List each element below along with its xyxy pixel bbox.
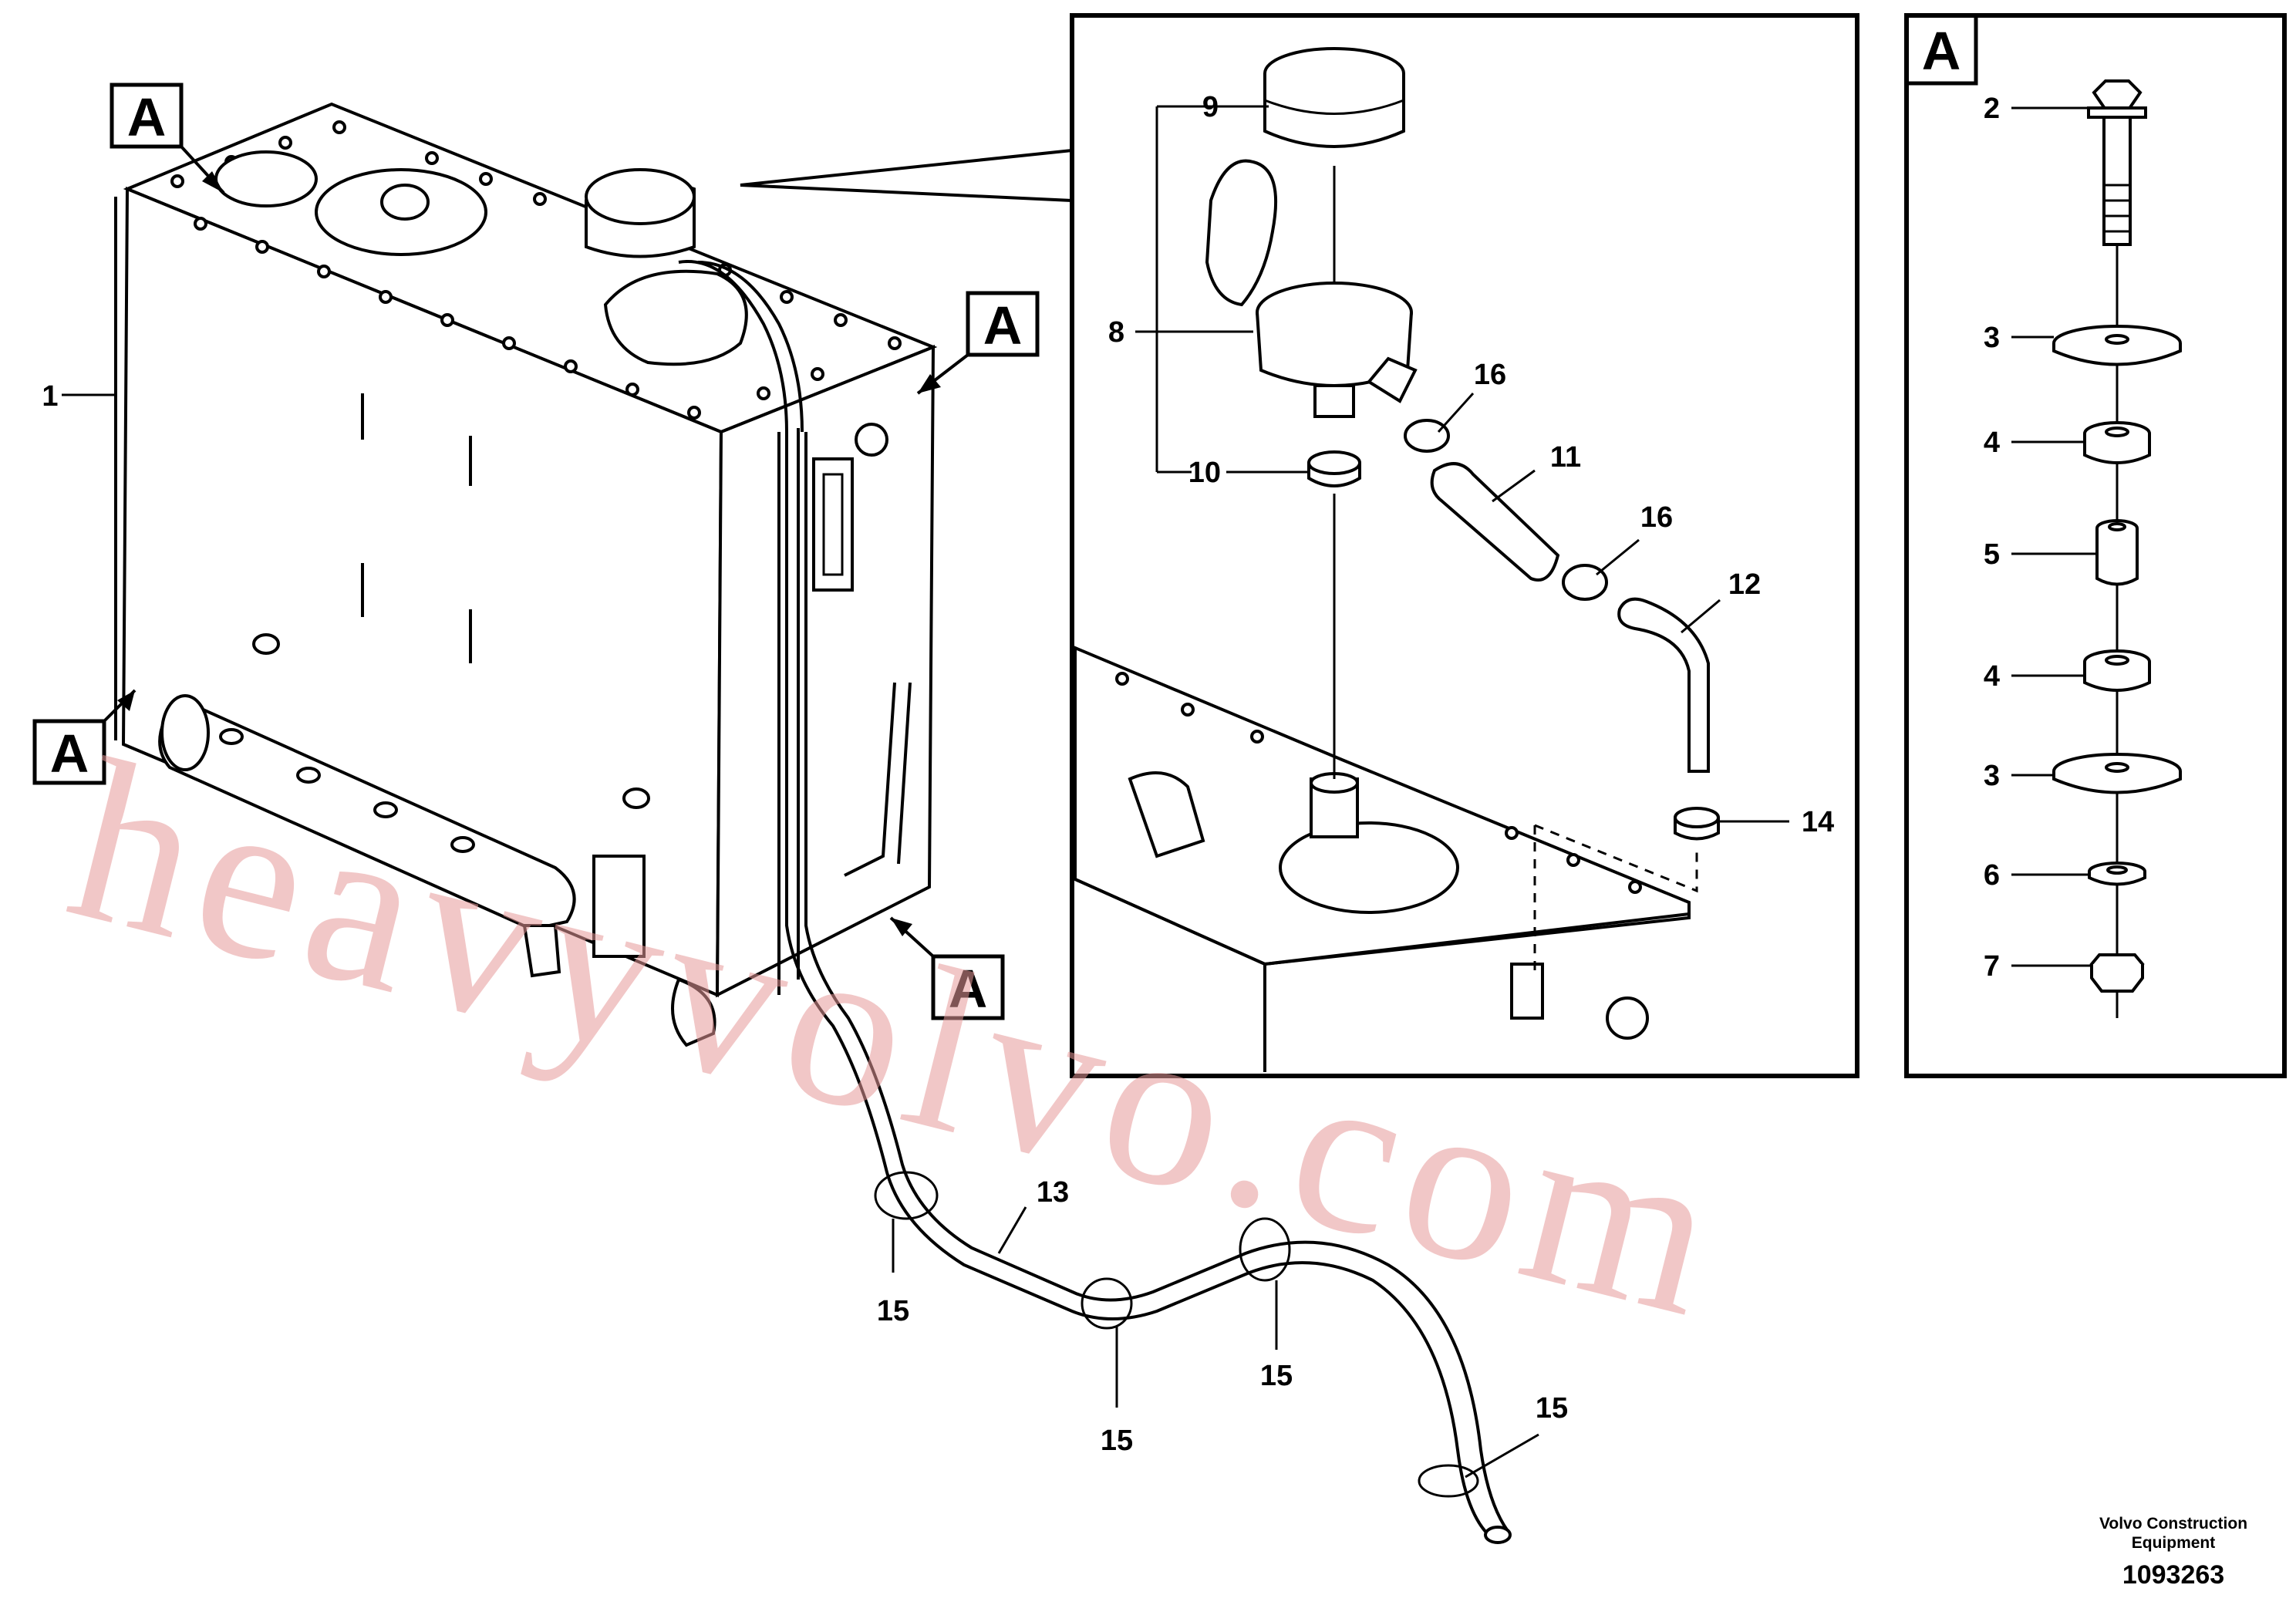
callout-16-upper: 16 [1474,359,1506,391]
nut-7 [2089,953,2145,993]
footer-company-line2: Equipment [2132,1534,2216,1552]
callout-4-lower: 4 [1984,660,2000,693]
callout-15-fourth: 15 [1536,1392,1568,1425]
callout-13: 13 [1037,1176,1069,1209]
callout-11: 11 [1550,441,1581,474]
breather-cap [1263,47,1405,148]
level-gauge [812,457,854,592]
callout-3-upper: 3 [1984,322,2000,354]
detail-leader [740,148,1074,203]
callouts: 1 2 3 4 5 4 3 6 7 8 9 10 11 12 13 14 15 … [42,91,2000,1457]
callout-5: 5 [1984,538,2000,571]
hose-clamp [1418,1464,1479,1498]
view-a-box [1904,13,2287,1078]
drawing-number: 1093263 [2122,1560,2224,1590]
tank-face-details [252,393,650,809]
hose-clamp [1081,1277,1133,1330]
callout-1: 1 [42,380,58,413]
hose-clamp [1239,1217,1291,1282]
detail-box [1070,13,1859,1078]
clamp-16-lower [1562,564,1608,601]
callout-15-first: 15 [877,1295,909,1327]
view-a-title: A [1922,21,1961,81]
drain-hose [785,432,1512,1544]
clamp-14 [1674,807,1720,841]
bushing-4-lower [2083,649,2151,692]
callout-2: 2 [1984,93,2000,125]
clamp-10 [1307,450,1361,487]
small-cover-plate [214,150,318,207]
tank-assembly [114,102,938,1047]
view-marker-a-bottom: A [949,959,988,1019]
washer-3-upper [2052,325,2182,366]
clamp-16-upper [1404,419,1450,453]
hose-clamp [874,1171,939,1220]
hose-12 [1617,597,1710,773]
view-marker-a-right: A [983,295,1023,356]
bushing-4-upper [2083,421,2151,464]
callout-6: 6 [1984,859,2000,892]
callout-12: 12 [1728,568,1761,601]
leader-lines [62,105,2097,1479]
callout-15-second: 15 [1101,1425,1133,1457]
view-markers [32,83,1040,1020]
footer: Volvo Construction Equipment 1093263 [2099,1515,2247,1590]
hose-11 [1430,462,1560,582]
breather-housing [1205,159,1418,418]
callout-10: 10 [1188,457,1221,489]
callout-3-lower: 3 [1984,760,2000,792]
washer-6 [2088,862,2146,886]
callout-8: 8 [1108,316,1124,349]
view-marker-a-top-left: A [127,87,167,147]
manifold-pipe [158,694,716,1047]
callout-14: 14 [1802,806,1834,838]
callout-16-lower: 16 [1640,501,1673,534]
view-marker-a-left: A [50,723,89,784]
washer-3-lower [2052,753,2182,794]
breather-on-tank [585,168,804,433]
callout-15-third: 15 [1260,1360,1293,1392]
callout-9: 9 [1202,91,1219,123]
footer-company-line1: Volvo Construction [2099,1515,2247,1533]
callout-7: 7 [1984,950,2000,983]
sleeve-5 [2095,519,2139,586]
bolt-2 [2087,79,2147,246]
callout-4-upper: 4 [1984,427,2000,459]
